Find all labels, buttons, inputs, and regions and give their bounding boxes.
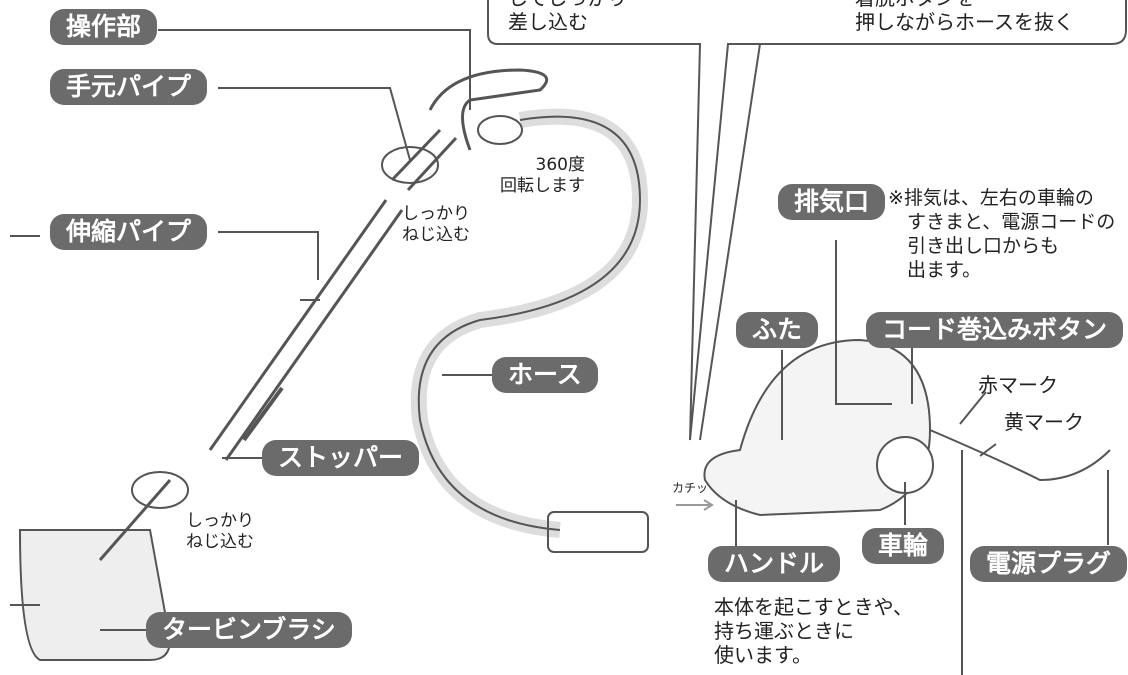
callout-box-left xyxy=(487,0,762,441)
label-stopper: ストッパー xyxy=(262,440,420,476)
note-screw-bottom: しっかり ねじ込む xyxy=(186,511,254,552)
label-wheel: 車輪 xyxy=(862,528,945,564)
label-control: 操作部 xyxy=(50,9,158,45)
label-turbine-brush: タービンブラシ xyxy=(146,612,352,648)
label-lid: ふた xyxy=(736,312,819,348)
telescopic-pipe xyxy=(208,199,404,461)
callout-left-text: してしっかり 差し込む xyxy=(508,0,627,34)
note-red-mark: 赤マーク xyxy=(978,373,1058,397)
label-exhaust: 排気口 xyxy=(778,184,886,220)
note-handle: 本体を起こすときや、 持ち運ぶときに 使います。 xyxy=(714,595,913,667)
label-telescopic-pipe: 伸縮パイプ xyxy=(50,214,208,250)
note-click: カチッ xyxy=(672,481,709,495)
callout-right-text: 着脱ボタンを 押しながらホースを抜く xyxy=(855,0,1074,34)
vacuum-body xyxy=(703,338,932,517)
note-screw-top: しっかり ねじ込む xyxy=(402,204,470,245)
hand-pipe xyxy=(390,128,458,192)
label-handle: ハンドル xyxy=(708,546,841,582)
label-hand-pipe: 手元パイプ xyxy=(50,69,208,105)
callout-box-right xyxy=(760,0,1127,45)
note-rotate: 360度 回転します xyxy=(500,155,585,196)
label-cord-button: コード巻込みボタン xyxy=(866,312,1124,348)
power-cord xyxy=(929,429,1111,482)
label-power-plug: 電源プラグ xyxy=(970,546,1128,582)
note-yellow-mark: 黄マーク xyxy=(1004,410,1084,434)
label-hose: ホース xyxy=(492,357,598,393)
note-exhaust: ※排気は、左右の車輪の すきまと、電源コードの 引き出し口からも 出ます。 xyxy=(888,187,1116,281)
grip xyxy=(428,68,549,151)
